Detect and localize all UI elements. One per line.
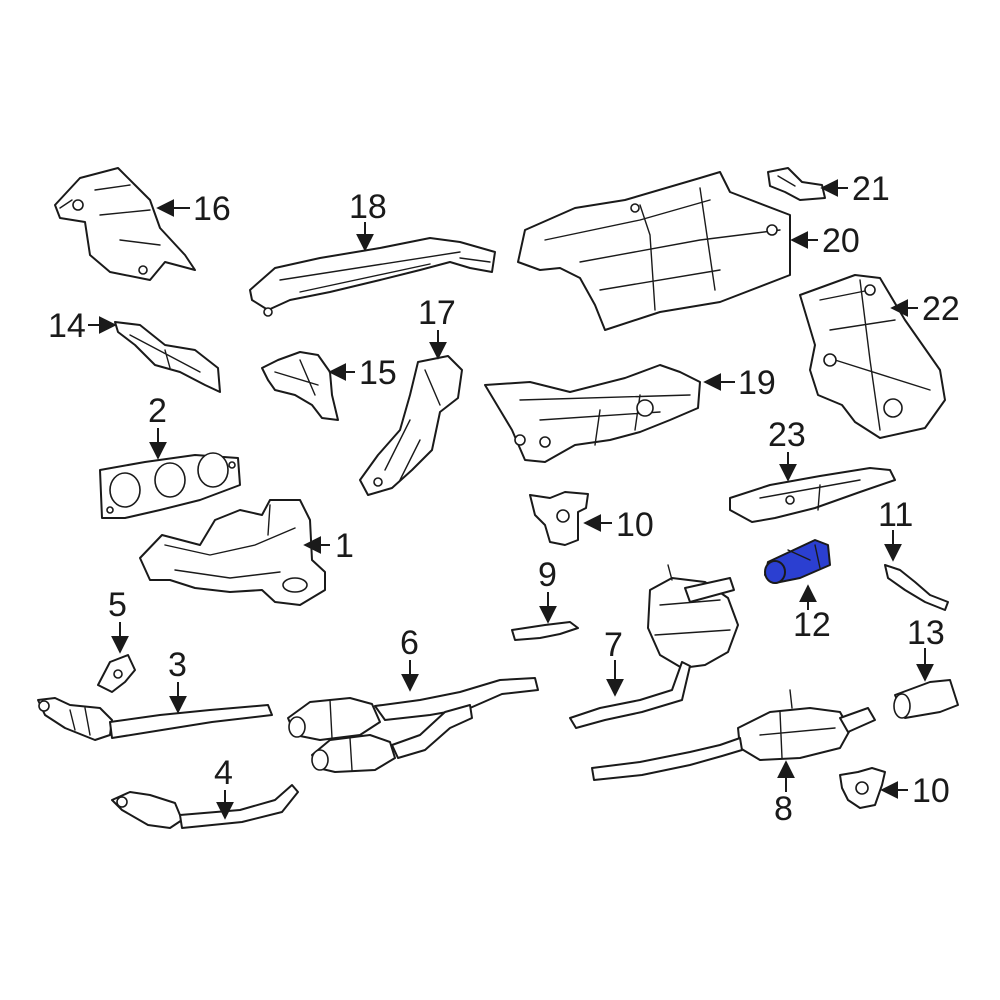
part-6-intermediate-pipe[interactable] — [287, 677, 539, 773]
callout-9: 9 — [538, 556, 557, 594]
callout-5: 5 — [108, 586, 127, 624]
part-22-heat-shield[interactable] — [799, 274, 946, 439]
callout-6: 6 — [400, 624, 419, 662]
part-21-bracket[interactable] — [767, 167, 826, 201]
part-15-heat-shield[interactable] — [261, 351, 339, 421]
part-2-manifold-gasket[interactable] — [99, 452, 241, 519]
part-16-heat-shield[interactable] — [54, 167, 196, 281]
part-12-exhaust-tip[interactable] — [764, 539, 831, 584]
callout-22: 22 — [922, 290, 960, 328]
callout-20: 20 — [822, 222, 860, 260]
part-3-catalytic-converter-pipe[interactable] — [37, 697, 273, 741]
part-10-hanger-lower[interactable] — [839, 767, 886, 809]
part-5-bracket[interactable] — [97, 654, 136, 693]
part-8-rear-muffler[interactable] — [591, 689, 876, 781]
callout-16: 16 — [193, 190, 231, 228]
part-10-hanger[interactable] — [529, 491, 589, 546]
part-7-muffler-assembly[interactable] — [569, 564, 739, 729]
part-14-heat-shield[interactable] — [114, 321, 221, 393]
part-18-heat-shield[interactable] — [249, 237, 496, 317]
callout-3: 3 — [168, 646, 187, 684]
part-19-heat-shield[interactable] — [484, 364, 701, 463]
callout-18: 18 — [349, 188, 387, 226]
callout-10-lower: 10 — [912, 772, 950, 810]
callout-1: 1 — [335, 527, 354, 565]
part-20-heat-shield[interactable] — [517, 171, 791, 331]
callout-11: 11 — [878, 496, 913, 534]
callout-21: 21 — [852, 170, 890, 208]
callout-15: 15 — [359, 354, 397, 392]
part-13-exhaust-tip[interactable] — [893, 679, 959, 719]
part-17-heat-shield[interactable] — [359, 355, 463, 496]
part-1-exhaust-manifold[interactable] — [139, 499, 326, 606]
callout-8: 8 — [774, 790, 793, 828]
callout-2: 2 — [148, 392, 167, 430]
callout-23: 23 — [768, 416, 806, 454]
part-23-heat-shield[interactable] — [729, 467, 896, 523]
callout-12: 12 — [793, 606, 831, 644]
part-4-catalytic-converter-pipe[interactable] — [111, 784, 299, 829]
part-11-bracket[interactable] — [884, 564, 949, 611]
callout-10-upper: 10 — [616, 506, 654, 544]
part-9-bracket[interactable] — [511, 621, 579, 641]
callout-17: 17 — [418, 294, 456, 332]
callout-7: 7 — [604, 626, 623, 664]
callout-4: 4 — [214, 754, 233, 792]
callout-19: 19 — [738, 364, 776, 402]
callout-14: 14 — [48, 307, 86, 345]
callout-13: 13 — [907, 614, 945, 652]
